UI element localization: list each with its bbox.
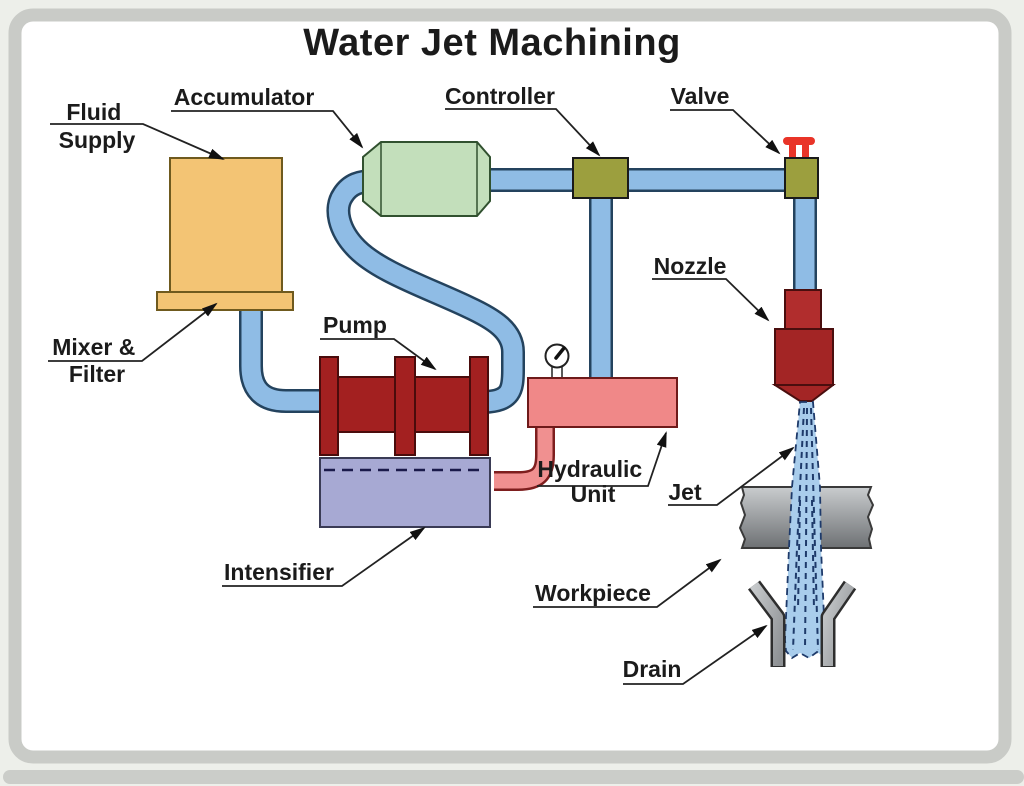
label-hydraulic-unit: Hydraulic Unit: [537, 456, 648, 507]
pump-body-left: [337, 376, 396, 433]
nozzle-body: [774, 328, 834, 386]
nozzle-tip: [771, 384, 836, 402]
tank-body: [169, 157, 283, 294]
label-fluid-supply: Fluid Supply: [59, 99, 136, 153]
label-controller: Controller: [445, 83, 555, 109]
label-intensifier: Intensifier: [224, 559, 334, 585]
label-mixer-filter: Mixer & Filter: [52, 334, 141, 387]
leader-controller: [445, 108, 601, 157]
controller-block: [572, 157, 629, 199]
leader-drain: [623, 624, 768, 685]
intensifier-body: [319, 457, 491, 528]
pump: [319, 356, 489, 456]
bottom-shadow-bar: [3, 770, 1024, 784]
pump-flange-left: [319, 356, 339, 456]
fluid-supply-tank: [156, 157, 294, 311]
drain-left: [750, 582, 783, 666]
drain: [748, 580, 857, 667]
leader-pump: [320, 338, 437, 371]
callout-leaders: [48, 108, 795, 685]
pipe-hydraulic-intensifier: [494, 424, 553, 489]
leader-valve: [670, 109, 781, 155]
pump-body-right: [414, 376, 471, 433]
diagram-title: Water Jet Machining: [303, 22, 681, 64]
accumulator: [362, 141, 491, 217]
leader-jet: [668, 446, 795, 506]
label-accumulator: Accumulator: [174, 84, 315, 110]
hydraulic-unit-body: [527, 377, 678, 428]
mixer-filter-base: [156, 291, 294, 311]
drain-right: [823, 582, 855, 666]
valve-handle-post-left: [789, 144, 796, 162]
hydraulic-pipe: [494, 424, 555, 491]
label-pump: Pump: [323, 312, 387, 338]
label-workpiece: Workpiece: [535, 580, 651, 606]
jet: [784, 401, 826, 660]
intensifier: [319, 457, 491, 528]
label-nozzle: Nozzle: [654, 253, 727, 279]
leader-accumulator: [171, 110, 364, 149]
pipe-pump-accumulator: [328, 171, 523, 412]
nozzle-inlet: [784, 289, 822, 330]
pump-flange-right: [469, 356, 489, 456]
label-valve: Valve: [671, 83, 730, 109]
accumulator-body: [362, 141, 491, 217]
jet-stream: [784, 401, 826, 660]
valve-handle-bar: [783, 137, 815, 145]
leader-workpiece: [533, 558, 722, 608]
leader-fluid-supply: [50, 123, 225, 160]
pipe-tank-pump: [241, 303, 332, 411]
valve: [783, 137, 819, 199]
pump-flange-middle: [394, 356, 416, 456]
leader-nozzle: [652, 278, 770, 322]
label-drain: Drain: [623, 656, 682, 682]
valve-body: [784, 157, 819, 199]
valve-handle-post-right: [802, 144, 809, 162]
leader-hydraulic-unit: [537, 431, 667, 487]
jet-flow-lines: [792, 407, 819, 651]
label-jet: Jet: [668, 479, 702, 505]
leader-mixer-filter: [48, 302, 218, 362]
gauge-needle: [554, 346, 566, 360]
nozzle: [771, 289, 836, 402]
leader-intensifier: [222, 526, 426, 587]
hydraulic-unit: [527, 343, 678, 428]
